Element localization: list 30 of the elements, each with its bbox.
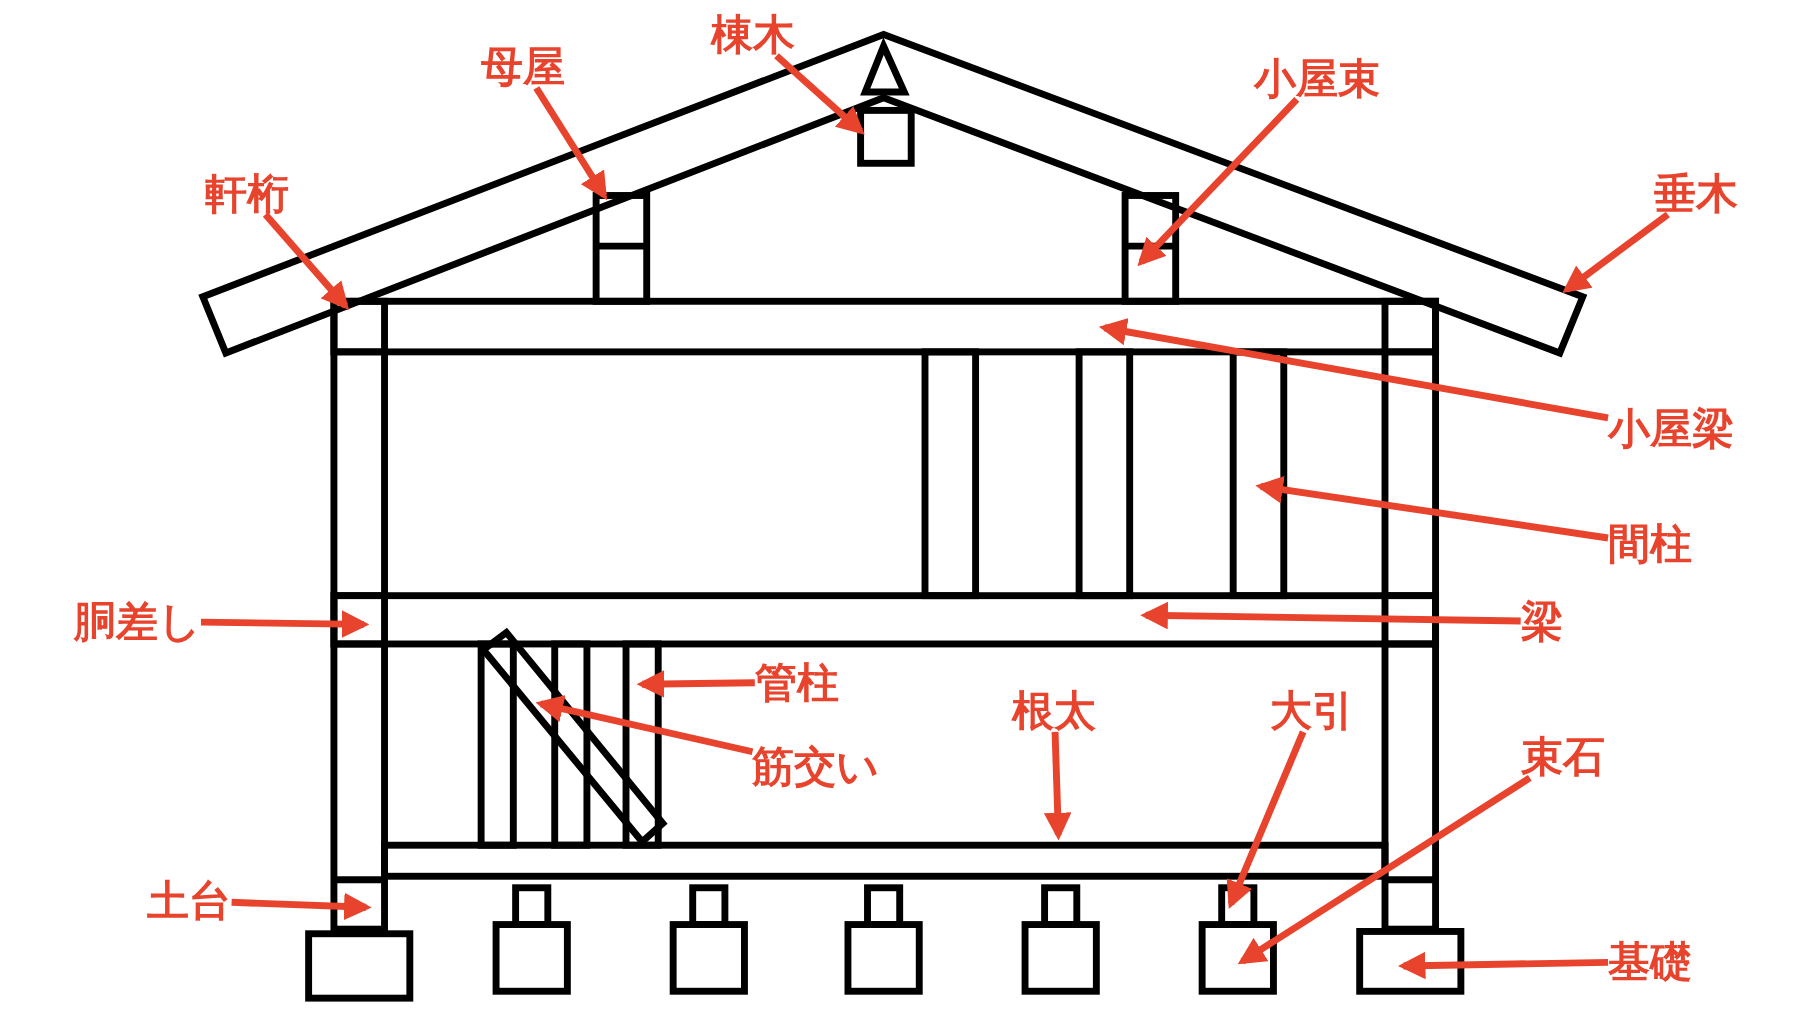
arrow: [1137, 97, 1300, 267]
arrow: [1397, 951, 1609, 980]
part-label: 大引: [1270, 690, 1355, 733]
part-label: 筋交い: [752, 745, 880, 788]
part-label: 小屋束: [1254, 57, 1381, 100]
arrow: [1562, 211, 1670, 294]
arrow: [1098, 318, 1609, 422]
part-label: 根太: [1012, 690, 1097, 733]
arrow: [1237, 775, 1532, 965]
part-label: 基礎: [1608, 941, 1693, 984]
part-label: 梁: [1520, 600, 1563, 643]
part-label: 管柱: [754, 661, 839, 704]
arrow: [1043, 731, 1072, 841]
arrow: [533, 86, 608, 201]
arrow: [774, 53, 865, 135]
part-label: 棟木: [711, 13, 795, 56]
part-label: 小屋梁: [1608, 408, 1735, 451]
part-label: 母屋: [480, 46, 565, 88]
arrow: [1255, 476, 1609, 542]
part-label: 垂木: [1654, 172, 1739, 215]
part-label: 土台: [147, 880, 232, 923]
arrow: [231, 892, 372, 921]
part-label: 束石: [1520, 736, 1605, 779]
arrow: [535, 695, 754, 756]
arrow: [262, 212, 350, 311]
arrow: [1226, 730, 1307, 909]
arrow: [200, 610, 370, 638]
part-label: 軒桁: [204, 172, 289, 215]
part-label: 間柱: [1608, 523, 1693, 566]
part-label: 胴差し: [73, 600, 201, 643]
